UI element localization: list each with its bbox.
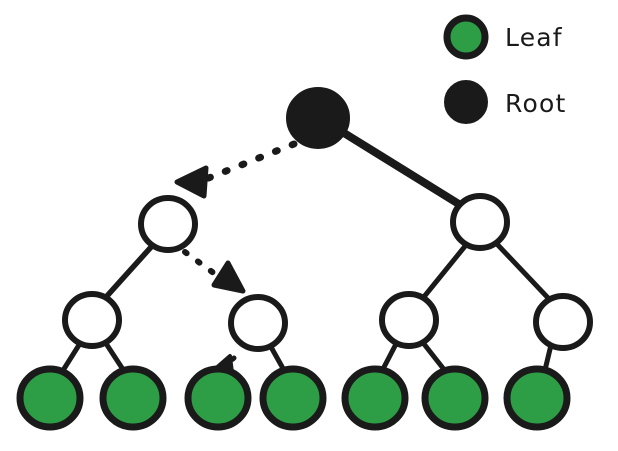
leaf-node-1[interactable] xyxy=(16,365,84,431)
legend-leaf-swatch-icon xyxy=(443,14,489,60)
leaf-node-4[interactable] xyxy=(259,365,327,431)
legend-item-leaf[interactable]: Leaf xyxy=(443,14,563,60)
node-internal-left-left[interactable] xyxy=(62,291,122,349)
edge-ll-to-leaf-1 xyxy=(59,342,82,375)
leaf-node-7[interactable] xyxy=(503,365,571,431)
internal-node-circle[interactable] xyxy=(533,293,593,351)
leaf-node-2[interactable] xyxy=(99,365,167,431)
root-node-circle[interactable] xyxy=(286,87,350,149)
node-internal-right-left[interactable] xyxy=(379,291,439,349)
traversal-arrow-2-line xyxy=(182,249,218,277)
legend-root-swatch-icon xyxy=(444,80,488,124)
edge-right-to-right-left xyxy=(420,242,469,301)
edge-rl-to-leaf-6 xyxy=(421,341,449,375)
legend-root-label: Root xyxy=(505,89,566,118)
node-internal-left-right[interactable] xyxy=(228,294,288,352)
edge-ll-to-leaf-2 xyxy=(104,342,127,374)
leaf-node-group[interactable] xyxy=(16,365,571,431)
internal-node-circle[interactable] xyxy=(450,193,510,251)
edge-root-to-right-child xyxy=(340,129,466,210)
internal-node-circle[interactable] xyxy=(138,195,198,253)
legend: Leaf Root xyxy=(443,14,566,124)
traversal-arrow-1-line xyxy=(202,140,298,183)
internal-node-circle[interactable] xyxy=(62,291,122,349)
internal-node-circle[interactable] xyxy=(228,294,288,352)
node-internal-left[interactable] xyxy=(138,195,198,253)
legend-leaf-label: Leaf xyxy=(505,23,563,52)
node-internal-right[interactable] xyxy=(450,193,510,251)
internal-node-circle[interactable] xyxy=(379,291,439,349)
leaf-node-5[interactable] xyxy=(341,365,409,431)
edge-right-to-right-right xyxy=(493,240,553,303)
leaf-node-3[interactable] xyxy=(184,365,252,431)
legend-item-root[interactable]: Root xyxy=(444,80,566,124)
leaf-node-6[interactable] xyxy=(421,365,489,431)
traversal-arrow-2-head xyxy=(211,260,246,294)
node-root[interactable] xyxy=(286,87,350,149)
edge-rr-to-leaf-7 xyxy=(542,342,554,373)
edge-group-solid xyxy=(59,129,554,375)
traversal-arrow-1-head xyxy=(174,165,209,199)
node-internal-right-right[interactable] xyxy=(533,293,593,351)
edge-rl-to-leaf-5 xyxy=(379,341,399,374)
edge-left-to-left-left xyxy=(104,243,155,299)
